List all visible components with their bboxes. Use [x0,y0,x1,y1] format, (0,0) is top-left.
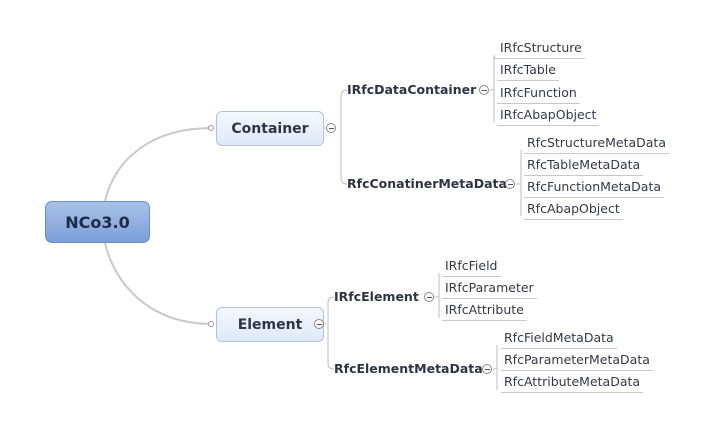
leaf-rfcstructuremetadata[interactable]: RfcStructureMetaData [524,135,669,154]
leaf-irfcattribute[interactable]: IRfcAttribute [442,302,527,321]
connector-root-container [104,127,213,202]
leaf-rfcattributemetadata[interactable]: RfcAttributeMetaData [501,374,644,393]
node-container[interactable]: Container [216,111,324,146]
node-rfcconatinermetadata[interactable]: RfcConatinerMetaData [347,176,507,191]
collapse-toggle-icon[interactable] [479,85,489,95]
leaf-rfcfunctionmetadata[interactable]: RfcFunctionMetaData [524,179,665,198]
leaf-irfcfield[interactable]: IRfcField [442,258,501,277]
collapse-toggle-icon[interactable] [505,179,515,189]
leaf-irfcfunction[interactable]: IRfcFunction [497,85,580,104]
connector-knob [208,125,214,131]
collapse-toggle-icon[interactable] [482,364,492,374]
collapse-toggle-icon[interactable] [326,123,336,133]
leaf-rfcparametermetadata[interactable]: RfcParameterMetaData [501,352,653,371]
leaf-irfcstructure[interactable]: IRfcStructure [497,40,585,59]
node-element[interactable]: Element [216,307,324,342]
collapse-toggle-icon[interactable] [424,292,434,302]
collapse-toggle-icon[interactable] [314,319,324,329]
leaf-rfcabapobject[interactable]: RfcAbapObject [524,201,623,220]
connector-container-groups [340,89,348,185]
connector-element-groups [327,296,335,370]
leaf-rfctablemetadata[interactable]: RfcTableMetaData [524,157,644,176]
connector-knob [208,321,214,327]
node-irfcelement[interactable]: IRfcElement [334,289,419,304]
root-node[interactable]: NCo3.0 [45,201,150,243]
leaf-rfcfieldmetadata[interactable]: RfcFieldMetaData [501,330,617,349]
node-irfcdatacontainer[interactable]: IRfcDataContainer [347,82,477,97]
leaf-irfctable[interactable]: IRfcTable [497,62,559,81]
node-rfcelementmetadata[interactable]: RfcElementMetaData [334,361,483,376]
leaf-irfcabapobject[interactable]: IRfcAbapObject [497,107,600,126]
connector-root-element [104,242,213,325]
leaf-irfcparameter[interactable]: IRfcParameter [442,280,537,299]
